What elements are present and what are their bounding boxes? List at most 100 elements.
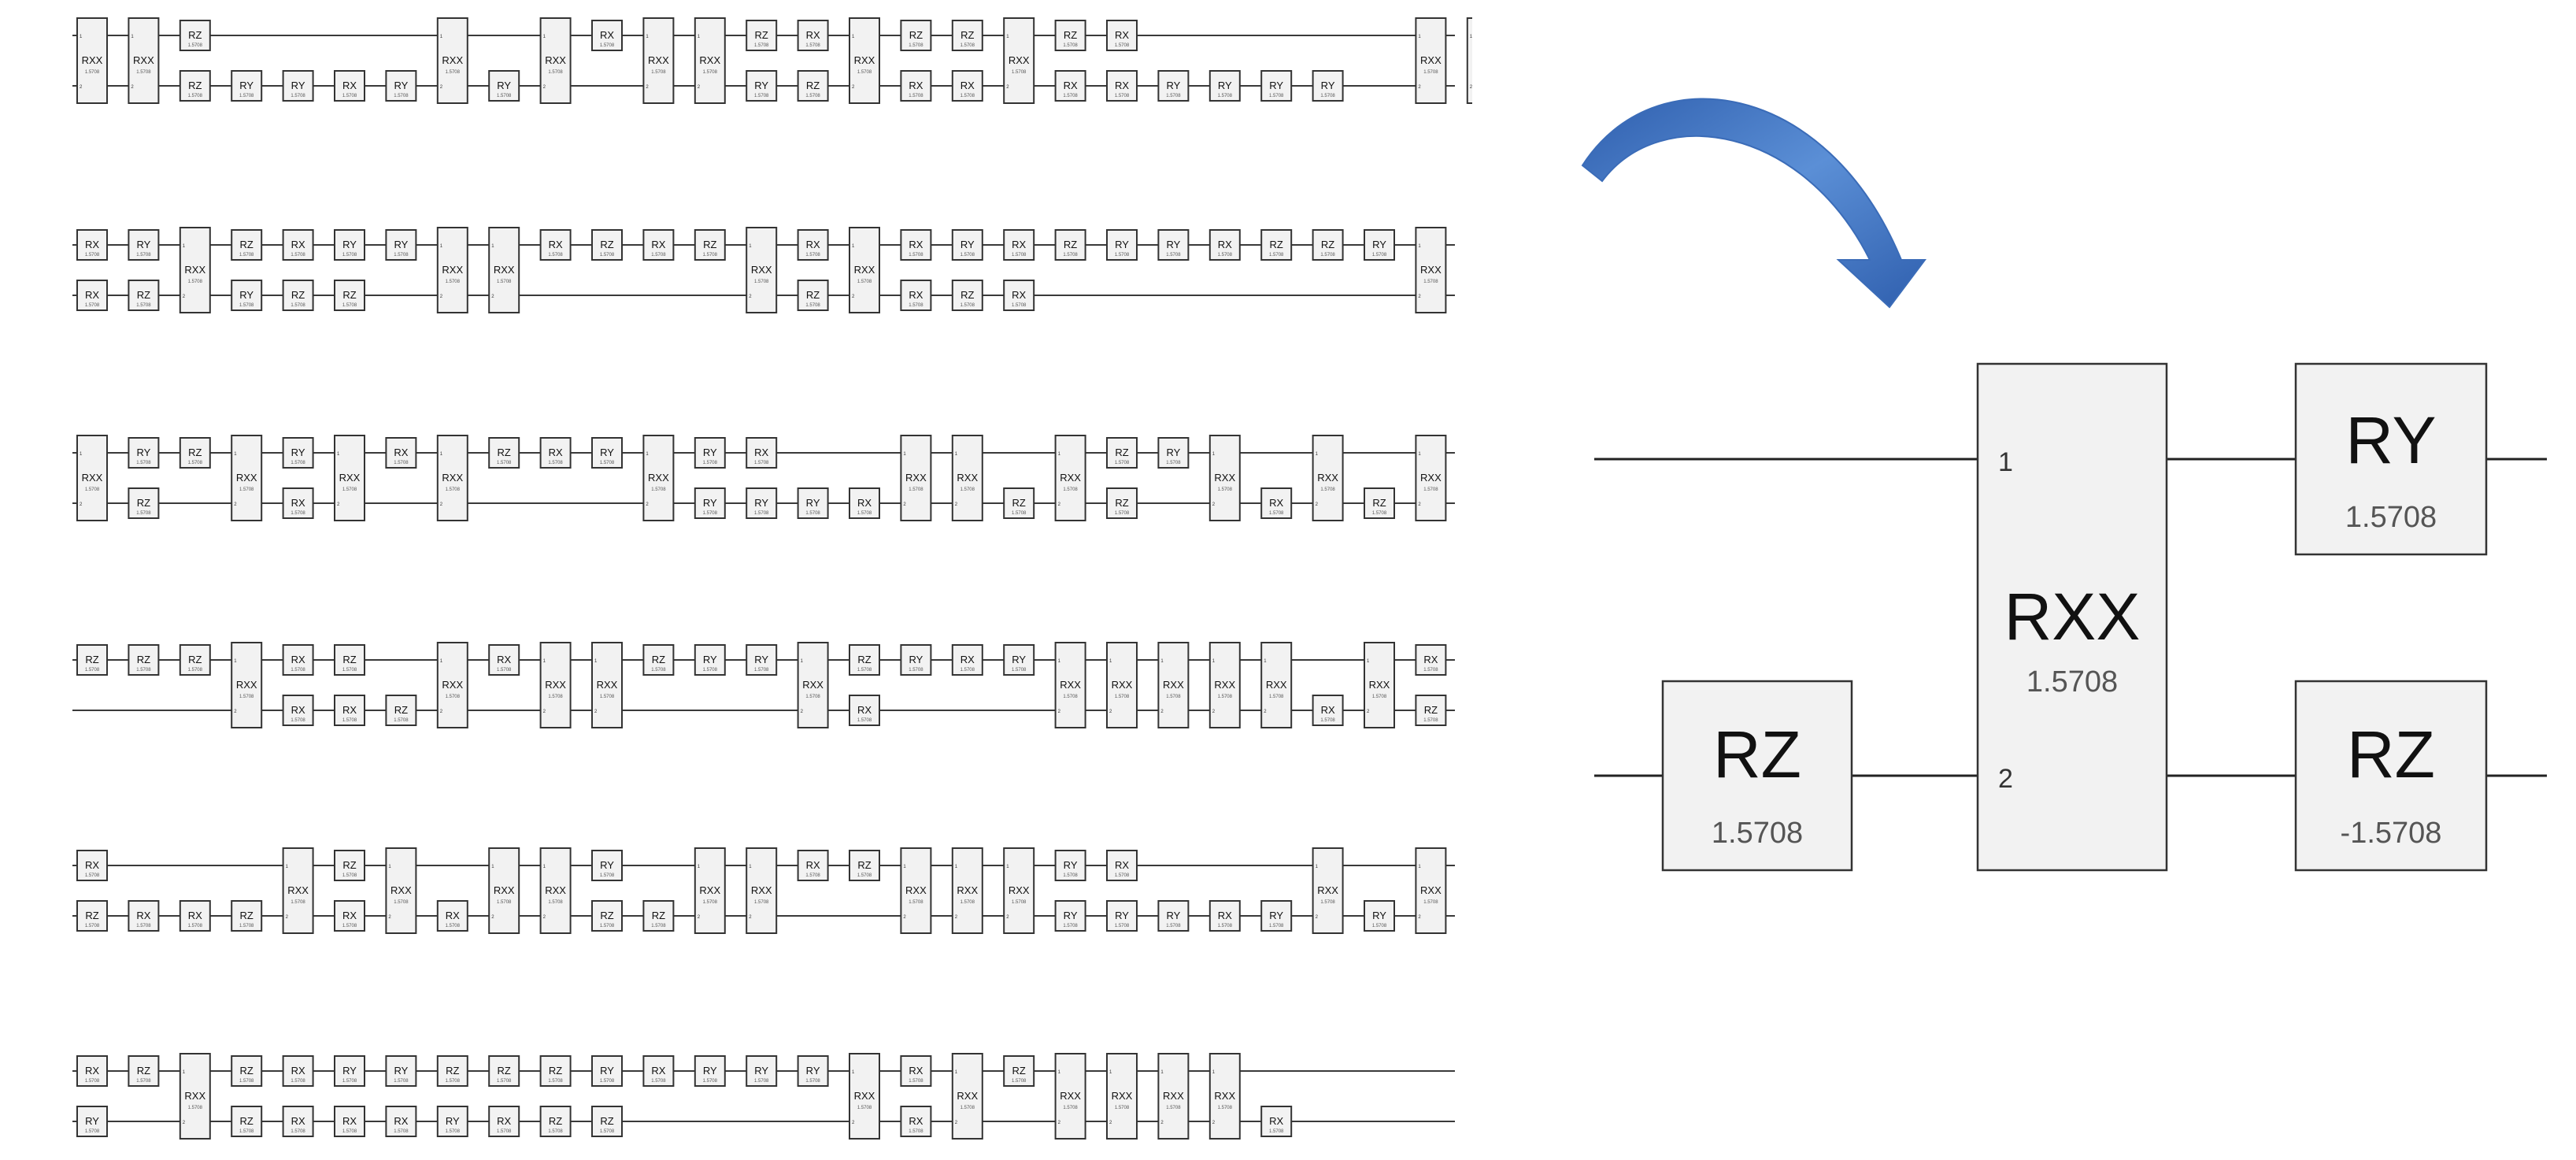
svg-text:1.5708: 1.5708 [805, 94, 820, 98]
svg-text:RZ: RZ [806, 289, 820, 301]
svg-text:RX: RX [1115, 29, 1129, 41]
svg-text:1.5708: 1.5708 [754, 900, 769, 905]
svg-text:2: 2 [1470, 85, 1472, 90]
svg-text:RX: RX [1115, 80, 1129, 91]
svg-text:RX: RX [136, 910, 150, 921]
gate-rx: RX1.5708 [642, 1055, 675, 1087]
gate-rz: RZ1.5708 [436, 1055, 468, 1087]
svg-text:1: 1 [440, 35, 443, 39]
gate-ry: RY1.5708 [1260, 900, 1293, 932]
gate-rz: RZ1.5708 [334, 850, 365, 881]
svg-text:1.5708: 1.5708 [960, 487, 975, 492]
svg-text:2: 2 [234, 502, 237, 507]
svg-text:2: 2 [131, 85, 134, 90]
svg-text:1.5708: 1.5708 [1166, 695, 1181, 699]
svg-text:2: 2 [1109, 1121, 1112, 1125]
svg-text:RZ: RZ [960, 29, 974, 41]
gate-ry: RY1.5708 [1157, 900, 1190, 932]
svg-text:2: 2 [903, 915, 906, 920]
svg-text:1: 1 [543, 659, 546, 664]
svg-text:1.5708: 1.5708 [960, 94, 975, 98]
gate-ry: RY1.5708 [591, 437, 623, 469]
svg-text:RY: RY [1012, 654, 1026, 665]
svg-text:1: 1 [1367, 659, 1370, 664]
svg-text:1.5708: 1.5708 [909, 94, 923, 98]
svg-text:1.5708: 1.5708 [239, 1079, 254, 1084]
svg-text:1.5708: 1.5708 [1115, 1106, 1130, 1110]
svg-text:1.5708: 1.5708 [239, 695, 254, 699]
svg-text:RY: RY [600, 447, 614, 458]
svg-text:RY: RY [754, 1065, 768, 1077]
svg-text:1.5708: 1.5708 [805, 1079, 820, 1084]
svg-text:RY: RY [1269, 910, 1283, 921]
svg-text:1.5708: 1.5708 [960, 900, 975, 905]
svg-text:1.5708: 1.5708 [754, 668, 769, 673]
svg-text:1.5708: 1.5708 [1372, 924, 1387, 928]
gate-rz: RZ1.5708 [385, 695, 417, 726]
gate-ry: RY1.5708 [797, 1055, 829, 1087]
gate-rx: RX1.5708 [900, 229, 932, 261]
svg-text:2: 2 [440, 85, 443, 90]
svg-text:1.5708: 1.5708 [342, 668, 357, 673]
svg-text:RXX: RXX [1317, 472, 1338, 484]
svg-text:1.5708: 1.5708 [342, 718, 357, 723]
svg-text:RY: RY [1269, 80, 1283, 91]
svg-text:RX: RX [85, 239, 99, 250]
svg-text:RXX: RXX [494, 884, 515, 896]
gate-rx: RX1.5708 [1312, 695, 1344, 726]
svg-text:1.5708: 1.5708 [291, 253, 305, 258]
gate-rx: RX1.5708 [642, 229, 675, 261]
svg-text:RZ: RZ [394, 704, 408, 716]
gate-rz: RZ1.5708 [849, 644, 880, 676]
svg-text:1: 1 [852, 35, 855, 39]
svg-text:RXX: RXX [905, 472, 927, 484]
svg-text:1.5708: 1.5708 [342, 303, 357, 308]
svg-text:1.5708: 1.5708 [342, 924, 357, 928]
svg-text:1.5708: 1.5708 [239, 94, 254, 98]
svg-text:2: 2 [80, 85, 83, 90]
gate-ry: RY1.5708 [1106, 900, 1138, 932]
svg-text:1.5708: 1.5708 [394, 1079, 409, 1084]
svg-text:RY: RY [703, 447, 717, 458]
svg-text:RXX: RXX [1420, 884, 1442, 896]
svg-text:RXX: RXX [905, 884, 927, 896]
row-5: RX1.5708RZ1.5708RX1.5708RX1.5708RZ1.5708… [72, 847, 1455, 934]
svg-text:RXX: RXX [699, 884, 720, 896]
gate-ry: RY1.5708 [1157, 70, 1190, 102]
svg-text:1.5708: 1.5708 [857, 668, 872, 673]
svg-text:RZ: RZ [1270, 239, 1283, 250]
svg-text:1.5708: 1.5708 [291, 1129, 305, 1134]
svg-text:1.5708: 1.5708 [85, 1079, 100, 1084]
svg-text:1: 1 [698, 35, 701, 39]
gate-ry: RY1.5708 [900, 644, 932, 676]
svg-text:1.5708: 1.5708 [805, 873, 820, 878]
svg-text:RY: RY [806, 497, 820, 509]
svg-text:2: 2 [1006, 915, 1009, 920]
gate-ry: RY1.5708 [1260, 70, 1293, 102]
svg-text:RZ: RZ [137, 1065, 150, 1077]
svg-text:RXX: RXX [133, 54, 154, 66]
gate-ry: RY1.5708 [746, 487, 778, 519]
gate-rx: RX1.5708 [1106, 70, 1138, 102]
gate-rx: RX1.5708 [76, 280, 108, 311]
svg-text:1.5708: 1.5708 [188, 94, 203, 98]
svg-text:1.5708: 1.5708 [85, 253, 100, 258]
svg-text:2: 2 [1058, 502, 1061, 507]
gate-ry: RY1.5708 [746, 70, 778, 102]
svg-text:1.5708: 1.5708 [136, 668, 151, 673]
svg-text:1.5708: 1.5708 [548, 695, 563, 699]
svg-text:1.5708: 1.5708 [1269, 695, 1284, 699]
gate-rx: RX1.5708 [951, 70, 983, 102]
svg-text:1.5708: 1.5708 [1423, 70, 1438, 75]
svg-text:1.5708: 1.5708 [805, 695, 820, 699]
svg-text:2: 2 [698, 915, 701, 920]
svg-text:1.5708: 1.5708 [342, 253, 357, 258]
gate-rz: RZ1.5708 [76, 644, 108, 676]
gate-ry: RY1.5708 [694, 1055, 726, 1087]
svg-text:RY: RY [754, 497, 768, 509]
svg-text:1.5708: 1.5708 [446, 70, 461, 75]
